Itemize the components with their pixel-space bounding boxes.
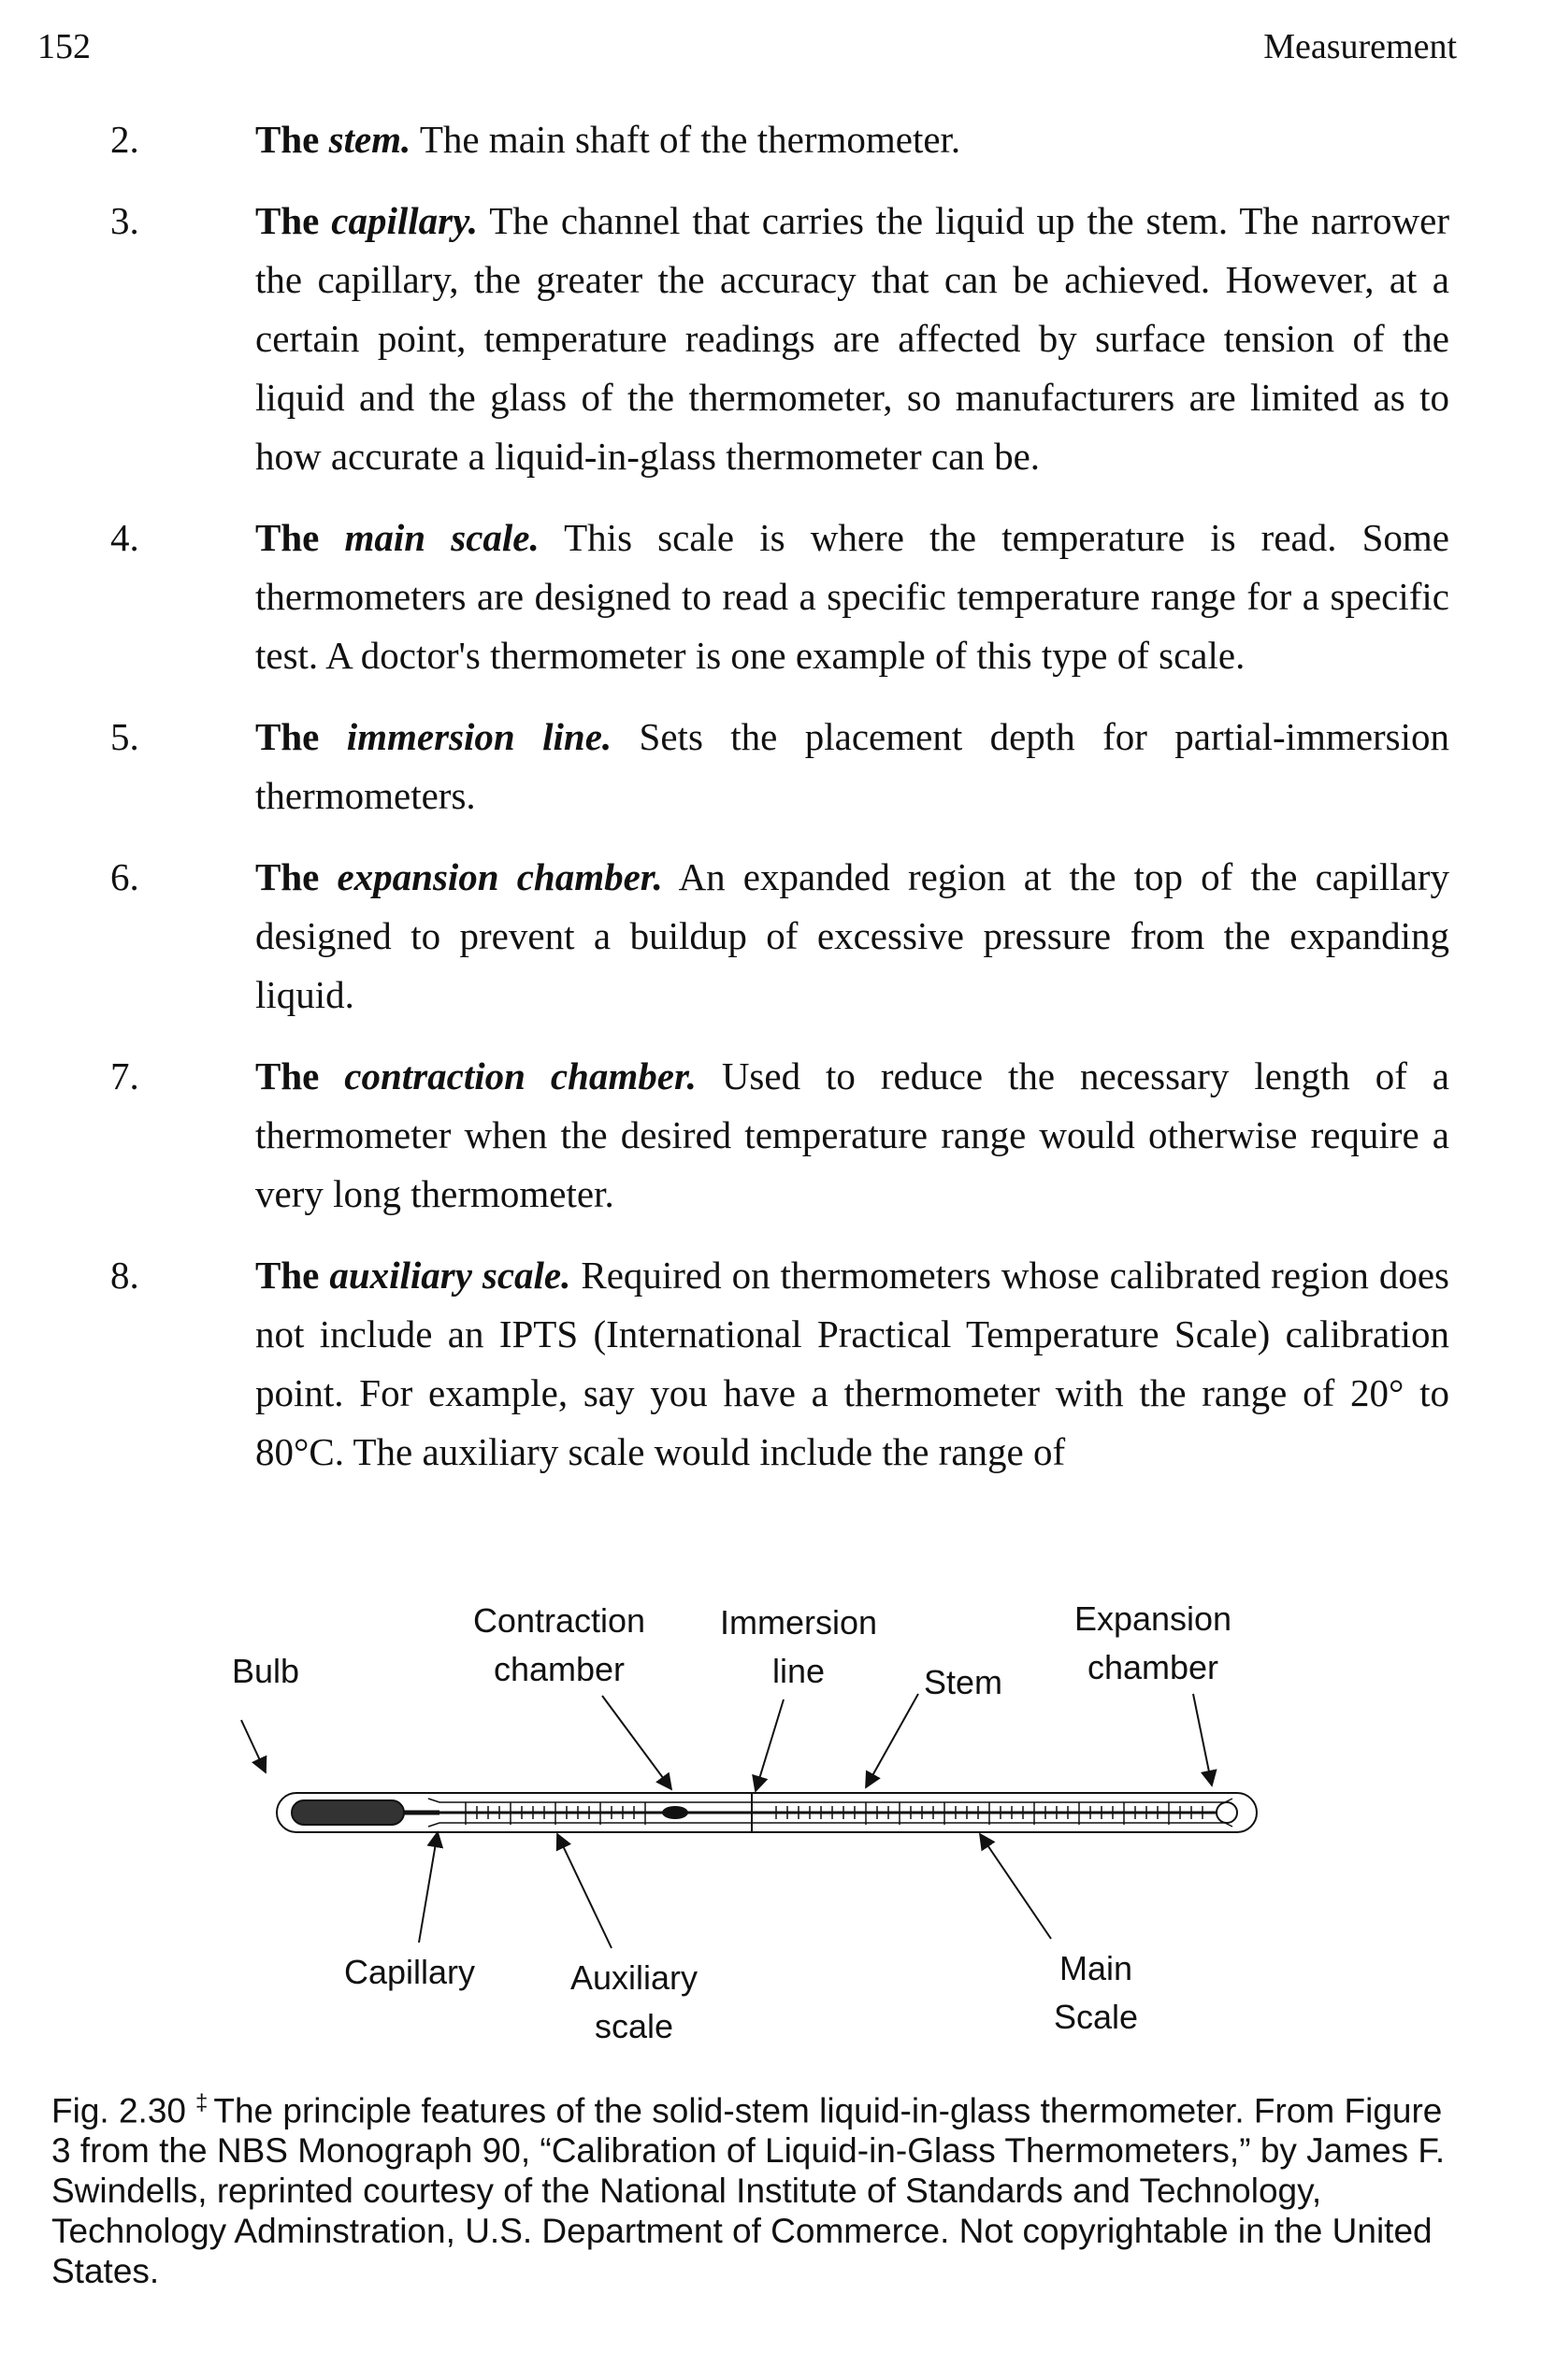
item-text: This scale is where the temperature is r… xyxy=(255,516,1450,677)
item-article: The xyxy=(255,516,320,559)
page-header: 152 Measurement xyxy=(37,26,1457,82)
item-term: expansion chamber. xyxy=(337,855,663,898)
item-number: 2. xyxy=(110,118,139,161)
auxiliary-label-line2: scale xyxy=(595,2007,673,2045)
figure-caption: Fig. 2.30 ‡The principle features of the … xyxy=(51,2083,1454,2291)
immersion-label-line2: line xyxy=(772,1652,825,1690)
item-term: auxiliary scale. xyxy=(329,1254,571,1297)
item-number: 7. xyxy=(110,1054,139,1097)
expansion-chamber xyxy=(1216,1801,1238,1824)
numbered-list: 2. The stem. The main shaft of the therm… xyxy=(110,110,1449,1504)
caption-label: Fig. 2.30 xyxy=(51,2091,186,2130)
bulb-label: Bulb xyxy=(232,1652,299,1690)
item-text: The channel that carries the liquid up t… xyxy=(255,199,1450,478)
bulb xyxy=(291,1799,405,1826)
list-item: 4. The main scale. This scale is where t… xyxy=(110,509,1449,685)
item-number: 8. xyxy=(110,1254,139,1297)
item-text: Required on thermometers whose calibrate… xyxy=(255,1254,1450,1473)
expansion-label-line1: Expansion xyxy=(1074,1599,1231,1638)
item-article: The xyxy=(255,1254,320,1297)
contraction-label-line2: chamber xyxy=(494,1650,625,1688)
item-term: stem. xyxy=(328,118,411,161)
item-number: 6. xyxy=(110,855,139,898)
expansion-label-line2: chamber xyxy=(1087,1648,1218,1686)
running-title: Measurement xyxy=(1263,27,1457,66)
main-scale-label-line1: Main xyxy=(1059,1949,1132,1987)
item-article: The xyxy=(255,118,320,161)
item-article: The xyxy=(255,1054,320,1097)
capillary-label: Capillary xyxy=(344,1953,475,1991)
auxiliary-scale xyxy=(465,1802,646,1825)
item-text: Sets the placement depth for partial-imm… xyxy=(255,715,1450,817)
item-term: contraction chamber. xyxy=(344,1054,697,1097)
item-number: 5. xyxy=(110,715,139,758)
immersion-label-line1: Immersion xyxy=(720,1603,877,1642)
main-scale xyxy=(775,1802,1203,1825)
list-item: 5. The immersion line. Sets the placemen… xyxy=(110,708,1449,825)
auxiliary-label-line1: Auxiliary xyxy=(570,1958,698,1997)
caption-text: The principle features of the solid-stem… xyxy=(51,2091,1446,2291)
item-term: capillary. xyxy=(331,199,479,242)
list-item: 7. The contraction chamber. Used to redu… xyxy=(110,1047,1449,1224)
item-text: Used to reduce the necessary length of a… xyxy=(255,1054,1450,1215)
item-text: The main shaft of the thermometer. xyxy=(419,118,961,161)
contraction-label-line1: Contraction xyxy=(473,1601,645,1640)
item-article: The xyxy=(255,199,320,242)
item-term: main scale. xyxy=(344,516,540,559)
stem-label: Stem xyxy=(924,1663,1002,1701)
thermometer-diagram: Bulb Contraction chamber Immersion line … xyxy=(232,1599,1258,2045)
item-text: An expanded region at the top of the cap… xyxy=(255,855,1449,1016)
callout-arrows xyxy=(240,1693,1217,1949)
page-number: 152 xyxy=(37,27,91,66)
item-number: 4. xyxy=(110,516,139,559)
main-scale-label-line2: Scale xyxy=(1054,1998,1138,2036)
caption-dagger: ‡ xyxy=(194,2090,209,2115)
list-item: 8. The auxiliary scale. Required on ther… xyxy=(110,1246,1449,1482)
thermometer-figure: Bulb Contraction chamber Immersion line … xyxy=(0,1580,1541,2085)
list-item: 2. The stem. The main shaft of the therm… xyxy=(110,110,1449,169)
contraction-chamber xyxy=(662,1806,688,1819)
item-term: immersion line. xyxy=(346,715,612,758)
list-item: 6. The expansion chamber. An expanded re… xyxy=(110,848,1449,1025)
item-number: 3. xyxy=(110,199,139,242)
list-item: 3. The capillary. The channel that carri… xyxy=(110,192,1449,486)
item-article: The xyxy=(255,715,320,758)
item-article: The xyxy=(255,855,320,898)
